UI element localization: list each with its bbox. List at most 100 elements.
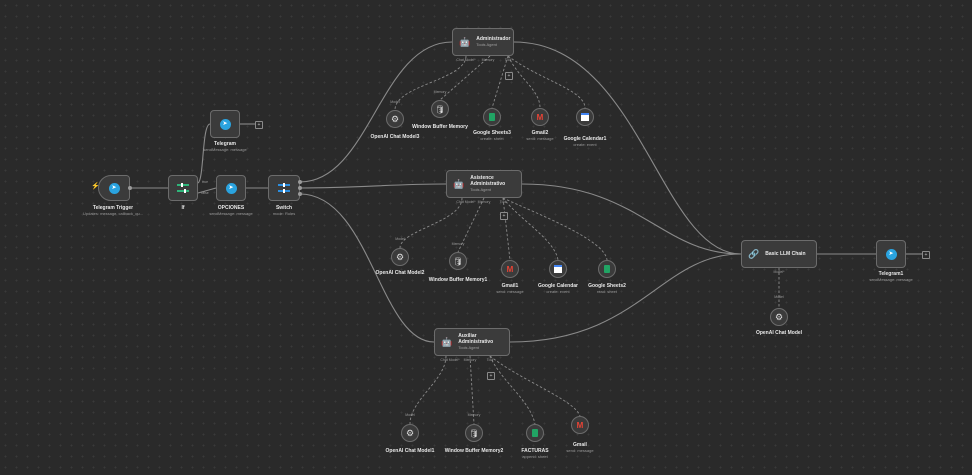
node-telegram-trigger[interactable]: ➤ (98, 175, 130, 201)
output-port[interactable] (298, 186, 302, 190)
telegram-icon: ➤ (219, 118, 231, 130)
port-label: Memory (477, 200, 491, 204)
telegram-icon: ➤ (225, 182, 237, 194)
node-label: OpenAI Chat Model (755, 330, 803, 336)
node-window-buffer-memory1[interactable]: 🛢 (449, 252, 467, 270)
port-label: Tool (499, 200, 507, 204)
port-label: Memory (451, 242, 465, 246)
output-port[interactable] (298, 192, 302, 196)
google-calendar-icon (581, 113, 589, 121)
node-openai-chat-model1[interactable]: ⚙ (401, 424, 419, 442)
node-openai-chat-model3[interactable]: ⚙ (386, 110, 404, 128)
openai-icon: ⚙ (774, 311, 784, 322)
if-icon (177, 183, 189, 193)
node-title: Basic LLM Chain (765, 251, 806, 257)
output-port[interactable] (128, 186, 132, 190)
openai-icon: ⚙ (395, 251, 405, 262)
port-label: Chat Model* (440, 358, 460, 362)
node-google-calendar1[interactable] (576, 108, 594, 126)
node-label: OpenAI Chat Model1 (385, 448, 435, 454)
node-label: OpenAI Chat Model2 (375, 270, 425, 276)
node-label: If (181, 205, 185, 211)
database-icon: 🛢 (468, 428, 480, 438)
output-port[interactable] (298, 180, 302, 184)
add-node-button[interactable]: + (255, 121, 263, 129)
port-label: Tool (486, 358, 494, 362)
port-label: Model (395, 237, 405, 241)
port-label: Model (390, 100, 400, 104)
node-google-sheets2[interactable] (598, 260, 616, 278)
node-telegram1[interactable]: ➤ (876, 240, 906, 268)
node-openai-chat-model2[interactable]: ⚙ (391, 248, 409, 266)
port-label: Chat Model* (456, 200, 476, 204)
if-true-label: true (201, 180, 209, 184)
link-icon: 🔗 (748, 248, 760, 259)
port-label: Tool (504, 58, 512, 62)
openai-icon: ⚙ (405, 427, 415, 438)
node-window-buffer-memory2[interactable]: 🛢 (465, 424, 483, 442)
node-window-buffer-memory[interactable]: 🛢 (431, 100, 449, 118)
node-google-sheets3[interactable] (483, 108, 501, 126)
port-label: Model* (773, 270, 785, 274)
database-icon: 🛢 (434, 104, 446, 114)
node-opciones[interactable]: ➤ (216, 175, 246, 201)
node-label: Window Buffer Memory1 (428, 277, 488, 283)
add-node-button[interactable]: + (922, 251, 930, 259)
if-false-label: false (201, 191, 209, 195)
port-label: Model (774, 295, 784, 299)
telegram-icon: ➤ (108, 182, 120, 194)
node-if[interactable] (168, 175, 198, 201)
robot-icon: 🤖 (453, 178, 465, 189)
gmail-icon: M (506, 264, 514, 274)
node-label: OpenAI Chat Model3 (370, 134, 420, 140)
node-gmail[interactable]: M (571, 416, 589, 434)
add-tool-button[interactable]: + (500, 212, 508, 220)
telegram-icon: ➤ (885, 248, 897, 260)
add-tool-button[interactable]: + (505, 72, 513, 80)
node-gmail1[interactable]: M (501, 260, 519, 278)
google-sheets-icon (532, 429, 538, 437)
port-label: Memory (463, 358, 477, 362)
node-switch[interactable] (268, 175, 300, 201)
port-label: Memory (481, 58, 495, 62)
node-facturas[interactable] (526, 424, 544, 442)
port-label: Model (405, 413, 415, 417)
trigger-bolt-icon: ⚡ (91, 183, 100, 190)
openai-icon: ⚙ (390, 113, 400, 124)
google-sheets-icon (489, 113, 495, 121)
node-openai-chat-model[interactable]: ⚙ (770, 308, 788, 326)
gmail-icon: M (536, 112, 544, 122)
google-calendar-icon (554, 265, 562, 273)
port-label: Memory (433, 90, 447, 94)
add-tool-button[interactable]: + (487, 372, 495, 380)
robot-icon: 🤖 (441, 336, 453, 347)
gmail-icon: M (576, 420, 584, 430)
robot-icon: 🤖 (459, 36, 471, 47)
node-gmail2[interactable]: M (531, 108, 549, 126)
node-google-calendar[interactable] (549, 260, 567, 278)
database-icon: 🛢 (452, 256, 464, 266)
node-label: Window Buffer Memory (412, 124, 468, 130)
node-basic-llm-chain[interactable]: 🔗 Basic LLM Chain (741, 240, 817, 268)
google-sheets-icon (604, 265, 610, 273)
node-telegram[interactable]: ➤ (210, 110, 240, 138)
switch-icon (278, 183, 290, 193)
